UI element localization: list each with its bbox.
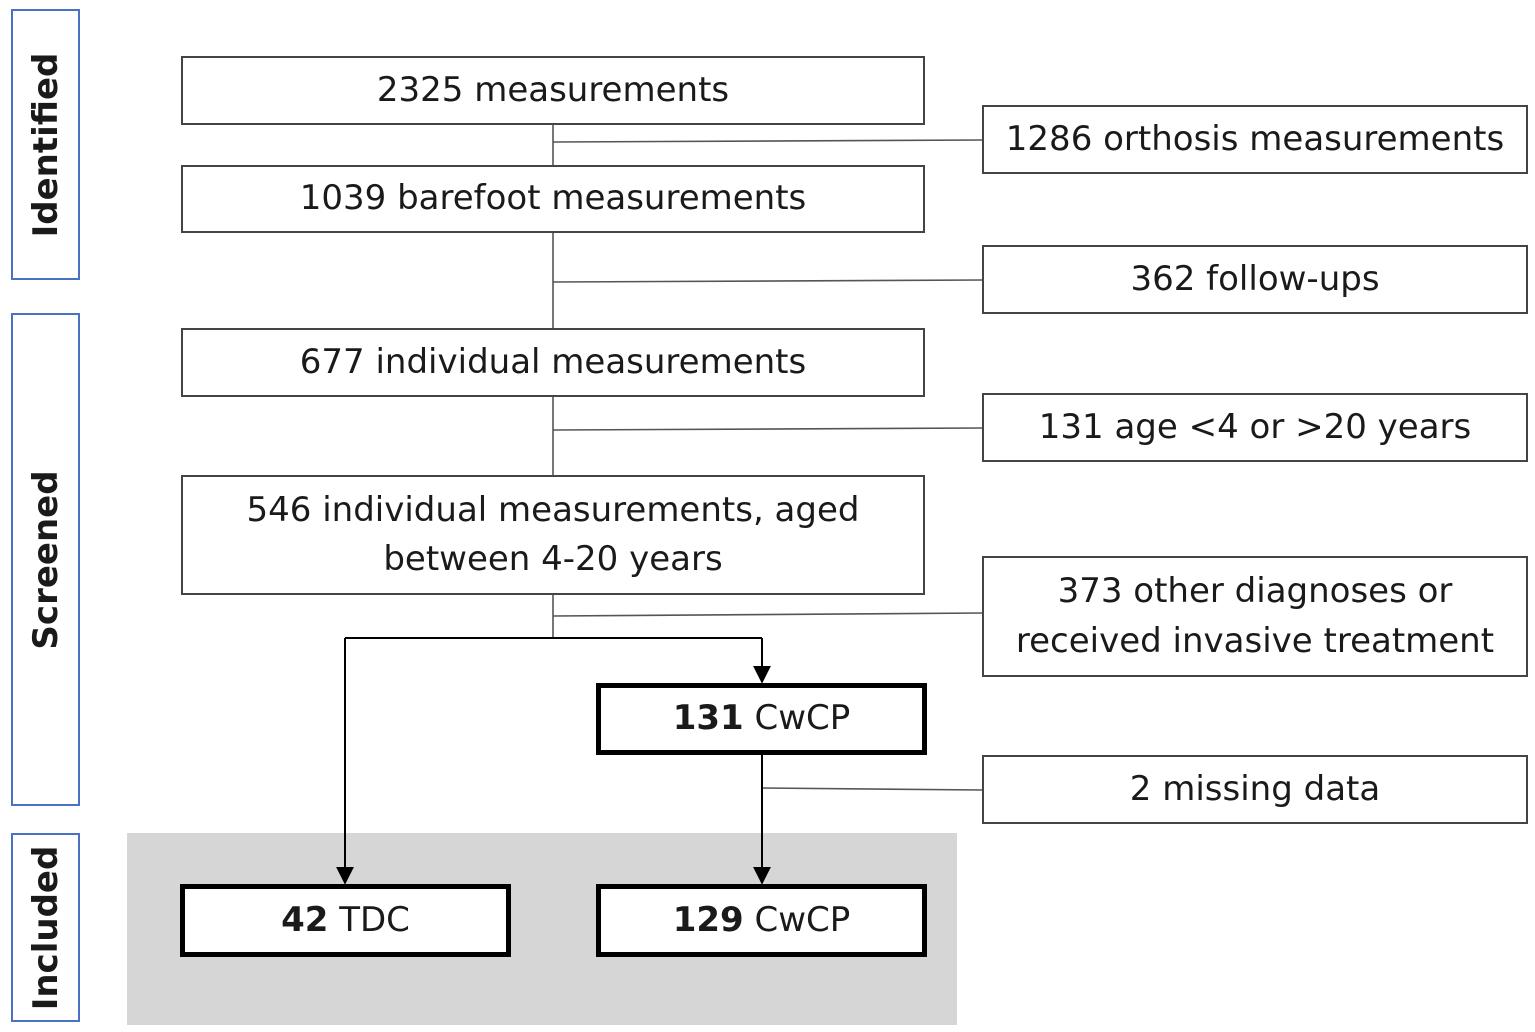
exclusion-orthosis-text: 1286 orthosis measurements — [1005, 118, 1505, 159]
box-cwcp-screened: 131 CwCP — [596, 683, 927, 755]
cwcp-included-text: 129 CwCP — [673, 896, 851, 945]
branch-age — [552, 427, 984, 431]
exclusion-other-line2: received invasive treatment — [1015, 620, 1495, 661]
branch-other — [552, 612, 984, 617]
exclusion-age-text: 131 age <4 or >20 years — [1038, 406, 1472, 447]
box-aged-measurements: 546 individual measurements, aged betwee… — [181, 475, 925, 595]
exclusion-other-line1: 373 other diagnoses or — [1057, 571, 1453, 612]
barefoot-measurements-text: 1039 barefoot measurements — [299, 178, 807, 219]
aged-measurements-line2: between 4-20 years — [383, 539, 723, 579]
box-exclusion-orthosis: 1286 orthosis measurements — [982, 105, 1528, 174]
branch-missing — [761, 787, 984, 791]
box-cwcp-included: 129 CwCP — [596, 884, 927, 957]
cwcp-included-label: CwCP — [743, 899, 851, 940]
box-exclusion-followups: 362 follow-ups — [982, 245, 1528, 314]
cwcp-screened-count: 131 — [672, 698, 744, 739]
tdc-included-text: 42 TDC — [281, 896, 410, 945]
cwcp-included-count: 129 — [672, 899, 744, 940]
stage-screened: Screened — [11, 313, 80, 806]
box-tdc-included: 42 TDC — [180, 884, 511, 957]
tdc-included-count: 42 — [281, 899, 329, 940]
box-total-measurements: 2325 measurements — [181, 56, 925, 125]
exclusion-missing-text: 2 missing data — [1129, 768, 1381, 809]
box-exclusion-age: 131 age <4 or >20 years — [982, 393, 1528, 462]
stage-identified: Identified — [11, 9, 80, 280]
branch-orthosis — [552, 139, 984, 143]
box-individual-measurements: 677 individual measurements — [181, 328, 925, 397]
aged-measurements-line1: 546 individual measurements, aged — [246, 489, 860, 530]
individual-measurements-text: 677 individual measurements — [299, 341, 807, 382]
exclusion-followups-text: 362 follow-ups — [1130, 258, 1380, 299]
branch-followups — [552, 279, 984, 283]
tdc-included-label: TDC — [328, 899, 410, 940]
cwcp-screened-label: CwCP — [743, 698, 851, 739]
total-measurements-text: 2325 measurements — [376, 69, 730, 110]
cwcp-screened-text: 131 CwCP — [673, 694, 851, 743]
stage-included: Included — [11, 833, 80, 1022]
box-exclusion-other-diagnoses: 373 other diagnoses or received invasive… — [982, 556, 1528, 677]
box-barefoot-measurements: 1039 barefoot measurements — [181, 165, 925, 233]
box-exclusion-missing: 2 missing data — [982, 755, 1528, 824]
